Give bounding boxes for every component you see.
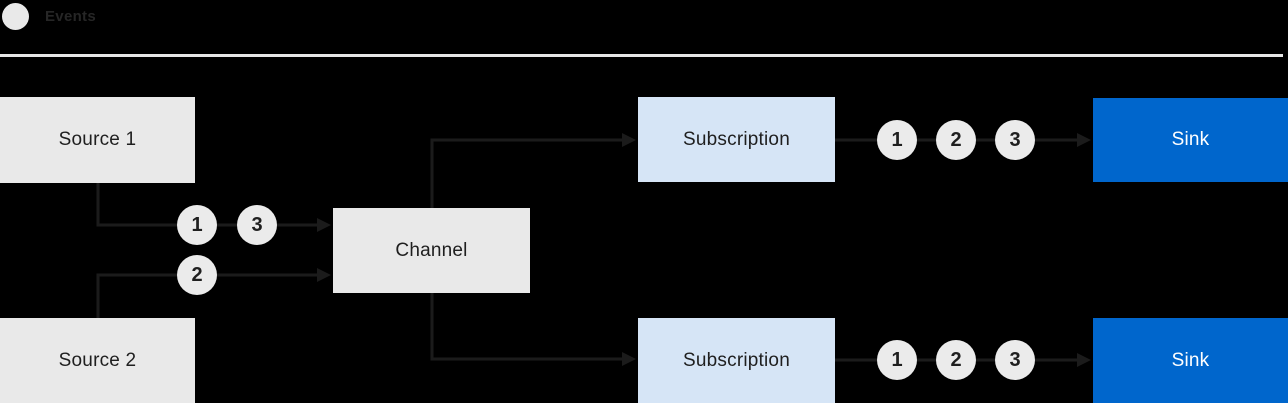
connector-channel-to-subscription-bottom (430, 293, 622, 361)
node-sink-top: Sink (1093, 98, 1288, 182)
connector-channel-to-subscription-top (430, 138, 622, 208)
arrowhead-source2-to-channel (317, 268, 331, 282)
node-sink-top-label: Sink (1171, 129, 1210, 150)
node-subscription-bottom-label: Subscription (683, 349, 790, 371)
arrowhead-channel-to-subscription-top (622, 133, 636, 147)
node-source-1: Source 1 (0, 97, 195, 183)
event-circle-icon (2, 2, 29, 30)
node-subscription-bottom: Subscription (638, 318, 835, 403)
node-channel-label: Channel (395, 239, 468, 261)
node-sink-bottom: Sink (1093, 318, 1288, 403)
node-channel: Channel (333, 208, 530, 293)
event-badge: 2 (177, 255, 217, 295)
event-badge: 1 (177, 205, 217, 245)
legend-label: Events (45, 7, 96, 25)
arrowhead-subscription-bottom-to-sink (1077, 353, 1091, 367)
event-badge: 1 (877, 120, 917, 160)
event-badge: 2 (936, 120, 976, 160)
arrowhead-source1-to-channel (317, 218, 331, 232)
event-badge: 3 (995, 340, 1035, 380)
arrowhead-subscription-top-to-sink (1077, 133, 1091, 147)
event-badge: 1 (877, 340, 917, 380)
event-badge: 2 (936, 340, 976, 380)
legend: Events (2, 2, 96, 30)
node-source-2: Source 2 (0, 318, 195, 403)
node-subscription-top-label: Subscription (683, 128, 790, 150)
connector-source2-to-channel (96, 273, 317, 318)
arrowhead-channel-to-subscription-bottom (622, 352, 636, 366)
event-badge: 3 (995, 120, 1035, 160)
node-sink-bottom-label: Sink (1171, 349, 1210, 371)
event-badge: 3 (237, 205, 277, 245)
divider-line (0, 54, 1283, 57)
node-source-1-label: Source 1 (58, 129, 137, 150)
node-source-2-label: Source 2 (58, 349, 137, 371)
node-subscription-top: Subscription (638, 97, 835, 182)
